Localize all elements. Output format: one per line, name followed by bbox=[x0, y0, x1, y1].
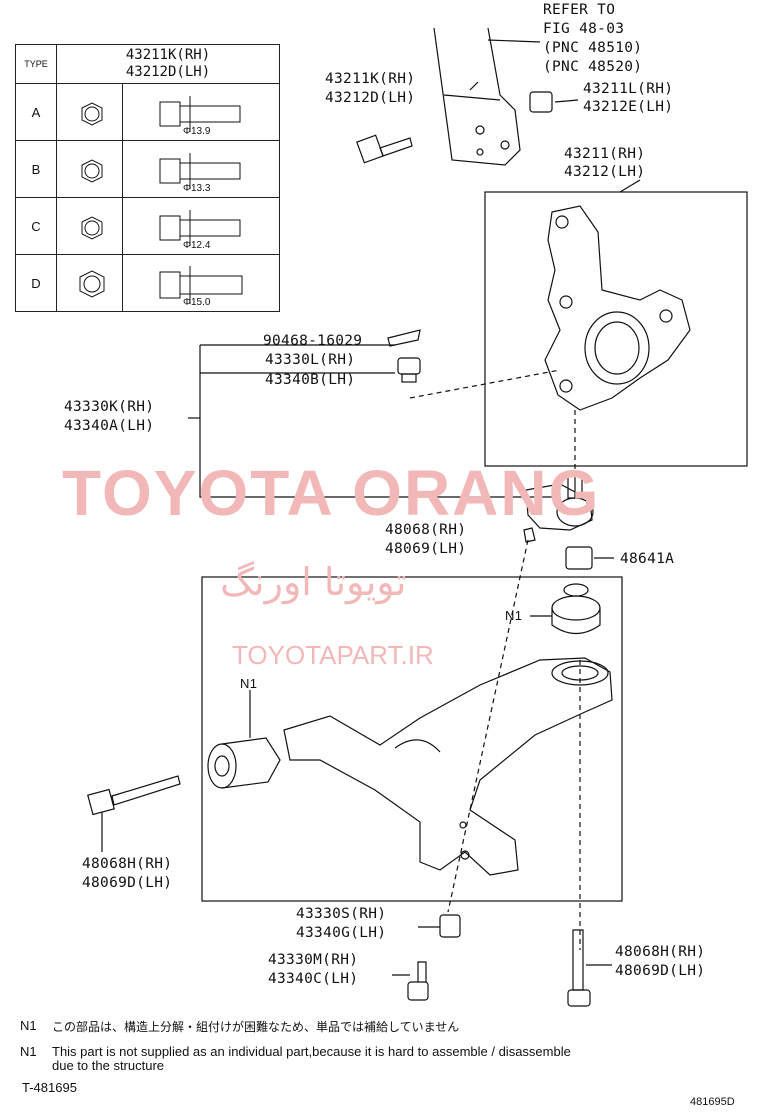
ball-joint-lh: 43340A(LH) bbox=[64, 418, 155, 434]
castle-nut-lh: 43340B(LH) bbox=[265, 372, 356, 388]
type-row-b: B bbox=[15, 140, 57, 198]
castle-nut-rh: 43330L(RH) bbox=[265, 352, 356, 368]
type-row-a: A bbox=[15, 83, 57, 141]
bolt-icon-top bbox=[356, 134, 413, 164]
nut-top-rh: 43211L(RH) bbox=[583, 81, 674, 97]
bushing-n1-top: N1 bbox=[505, 608, 523, 623]
type-dim-a: Φ13.9 bbox=[183, 126, 211, 137]
type-table: TYPE 43211K(RH) 43212D(LH) A Φ13.9 B Φ13.3… bbox=[15, 44, 280, 312]
steering-knuckle-icon bbox=[544, 205, 691, 411]
arm-bolt-lh: 48069(LH) bbox=[385, 541, 467, 557]
control-arm-frame bbox=[201, 576, 623, 902]
refer-line4: (PNC 48520) bbox=[543, 59, 643, 75]
lower-control-arm-icon bbox=[283, 657, 613, 876]
refer-line2: FIG 48-03 bbox=[543, 21, 625, 37]
type-part-lh: 43212D(LH) bbox=[125, 64, 211, 80]
type-part-rh: 43211K(RH) bbox=[125, 47, 211, 63]
long-bolt-left-rh: 48068H(RH) bbox=[82, 856, 173, 872]
long-bolt-left-lh: 48069D(LH) bbox=[82, 875, 173, 891]
strut-icon bbox=[433, 27, 541, 166]
refer-line3: (PNC 48510) bbox=[543, 40, 643, 56]
watermark-persian: تویوتا اورنگ bbox=[220, 560, 407, 604]
note-en-marker: N1 bbox=[20, 1044, 37, 1059]
type-dim-b: Φ13.3 bbox=[183, 183, 211, 194]
long-bolt-right-rh: 48068H(RH) bbox=[615, 944, 706, 960]
nut-bottom-lh: 43340G(LH) bbox=[296, 925, 387, 941]
bushing-icon-left bbox=[207, 690, 281, 789]
nut-bottom-rh: 43330S(RH) bbox=[296, 906, 387, 922]
type-row-c: C bbox=[15, 197, 57, 255]
watermark-site: TOYOTAPART.IR bbox=[232, 640, 434, 670]
knuckle-rh: 43211(RH) bbox=[564, 146, 646, 162]
figure-id: T-481695 bbox=[22, 1080, 77, 1095]
bolt-bottom-lh: 43340C(LH) bbox=[268, 971, 359, 987]
note-jp-marker: N1 bbox=[20, 1018, 37, 1033]
refer-line1: REFER TO bbox=[543, 2, 616, 18]
note-jp-text: この部品は、構造上分解・組付けが困難なため、単品では補給していません bbox=[52, 1020, 460, 1034]
bolt-bottom-rh: 43330M(RH) bbox=[268, 952, 359, 968]
nut-48641a-label: 48641A bbox=[620, 551, 675, 567]
type-part-header: 43211K(RH) 43212D(LH) bbox=[56, 44, 280, 84]
knuckle-frame bbox=[484, 191, 748, 467]
type-dim-d: Φ15.0 bbox=[183, 297, 211, 308]
type-dim-c: Φ12.4 bbox=[183, 240, 211, 251]
long-bolt-icon-right bbox=[567, 929, 612, 1007]
bolt-top-rh: 43211K(RH) bbox=[325, 71, 416, 87]
ball-joint-rh: 43330K(RH) bbox=[64, 399, 155, 415]
type-row-d: D bbox=[15, 254, 57, 312]
nut-top-lh: 43212E(LH) bbox=[583, 99, 674, 115]
long-bolt-icon-left bbox=[87, 775, 181, 852]
figure-id-right: 481695D bbox=[690, 1096, 735, 1108]
watermark-brand: TOYOTA ORANG bbox=[62, 457, 601, 529]
arm-bolt-rh: 48068(RH) bbox=[385, 522, 467, 538]
cotter-pin-label: 90468-16029 bbox=[263, 333, 363, 349]
ball-joint-icon bbox=[525, 475, 594, 531]
nut-icon-top bbox=[529, 91, 579, 113]
type-header: TYPE bbox=[15, 44, 57, 84]
knuckle-lh: 43212(LH) bbox=[564, 164, 646, 180]
bushing-n1-left: N1 bbox=[240, 676, 258, 691]
note-en-line1: This part is not supplied as an individu… bbox=[52, 1044, 571, 1059]
bushing-icon-top bbox=[530, 583, 601, 635]
long-bolt-right-lh: 48069D(LH) bbox=[615, 963, 706, 979]
bolt-top-lh: 43212D(LH) bbox=[325, 90, 416, 106]
note-en-line2: due to the structure bbox=[52, 1058, 165, 1073]
